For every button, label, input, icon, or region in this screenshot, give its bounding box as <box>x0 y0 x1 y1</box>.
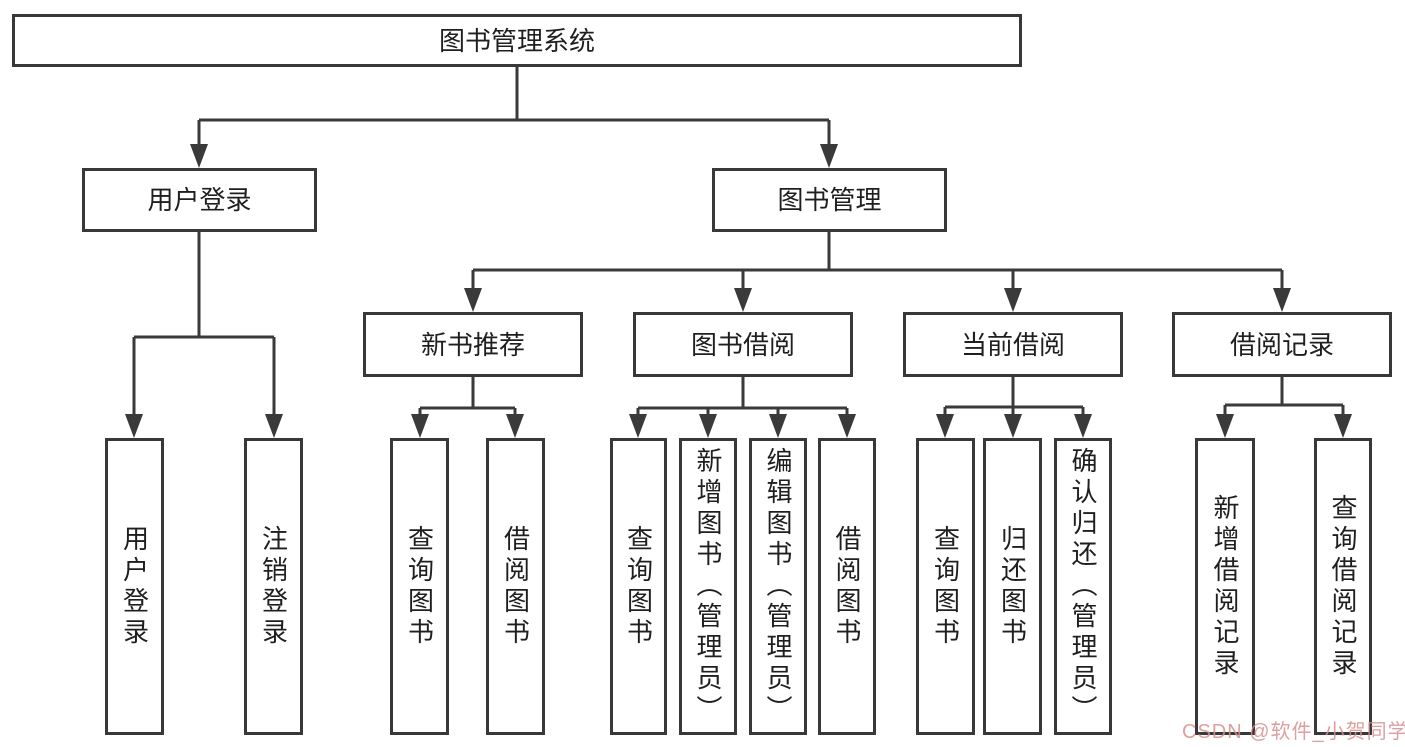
leaf-recommend-query-books: 查询图书 <box>390 438 449 735</box>
csdn-watermark: CSDN @软件_小贺同学 <box>1182 721 1405 743</box>
leaf-edit-books-admin: 编辑图书（管理员） <box>749 438 807 735</box>
node-borrowing-records: 借阅记录 <box>1172 312 1392 377</box>
node-user-login: 用户登录 <box>82 168 317 232</box>
connector-root-to-level2 <box>190 67 838 168</box>
leaf-query-borrow-record: 查询借阅记录 <box>1314 438 1372 735</box>
leaf-current-query-books: 查询图书 <box>916 438 975 735</box>
leaf-return-books-label: 归还图书 <box>997 524 1028 649</box>
node-current-borrowing-label: 当前借阅 <box>960 329 1065 360</box>
node-book-borrowing-label: 图书借阅 <box>690 329 795 360</box>
node-book-management: 图书管理 <box>712 168 947 232</box>
connector-recommend-to-leaves <box>411 377 524 438</box>
leaf-logout-label: 注销登录 <box>258 524 289 649</box>
leaf-add-borrow-record-label: 新增借阅记录 <box>1210 493 1240 680</box>
leaf-add-borrow-record: 新增借阅记录 <box>1195 438 1255 735</box>
leaf-recommend-borrow-books: 借阅图书 <box>486 438 545 735</box>
leaf-borrowing-query-books: 查询图书 <box>610 438 667 735</box>
node-user-login-label: 用户登录 <box>147 185 252 215</box>
connector-userlogin-to-leaves <box>125 232 283 438</box>
leaf-add-books-admin-label: 新增图书（管理员） <box>693 447 723 726</box>
leaf-borrowing-borrow-books: 借阅图书 <box>818 438 876 735</box>
leaf-return-books: 归还图书 <box>983 438 1042 735</box>
node-root-label: 图书管理系统 <box>438 25 595 56</box>
node-book-borrowing: 图书借阅 <box>633 312 853 377</box>
leaf-user-login: 用户登录 <box>105 438 164 735</box>
node-book-management-label: 图书管理 <box>777 185 882 215</box>
connector-records-to-leaves <box>1216 377 1352 438</box>
node-current-borrowing: 当前借阅 <box>903 312 1123 377</box>
leaf-current-query-books-label: 查询图书 <box>930 524 961 649</box>
leaf-recommend-borrow-books-label: 借阅图书 <box>500 524 531 649</box>
node-new-book-recommend: 新书推荐 <box>363 312 583 377</box>
leaf-query-borrow-record-label: 查询借阅记录 <box>1328 493 1358 680</box>
node-new-book-recommend-label: 新书推荐 <box>420 329 525 360</box>
connector-current-to-leaves <box>936 377 1092 438</box>
leaf-borrowing-borrow-books-label: 借阅图书 <box>832 524 862 649</box>
leaf-logout: 注销登录 <box>244 438 303 735</box>
leaf-edit-books-admin-label: 编辑图书（管理员） <box>763 447 793 726</box>
connector-borrowing-to-leaves <box>629 377 856 438</box>
leaf-user-login-label: 用户登录 <box>119 524 150 649</box>
leaf-add-books-admin: 新增图书（管理员） <box>679 438 737 735</box>
node-borrowing-records-label: 借阅记录 <box>1229 329 1334 360</box>
leaf-confirm-return-admin: 确认归还（管理员） <box>1054 438 1112 735</box>
leaf-recommend-query-books-label: 查询图书 <box>404 524 435 649</box>
node-root-system: 图书管理系统 <box>12 14 1022 67</box>
connector-bookmgmt-to-level3 <box>464 232 1291 312</box>
leaf-borrowing-query-books-label: 查询图书 <box>623 524 654 649</box>
leaf-confirm-return-admin-label: 确认归还（管理员） <box>1068 447 1098 726</box>
